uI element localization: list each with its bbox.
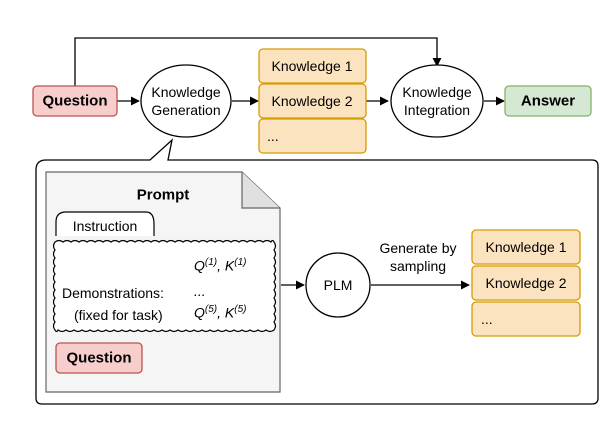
sampled-knowledge-2-label: Knowledge 2: [485, 275, 567, 291]
knowledge-box-more: [258, 118, 367, 154]
answer-label: Answer: [520, 92, 576, 110]
demo-comma-5: ,: [217, 304, 225, 321]
demo-q1-sup: (1): [204, 257, 218, 268]
knowledge-2-label: Knowledge 2: [271, 93, 353, 109]
demonstrations-label: Demonstrations:: [62, 285, 164, 301]
integration-label-line1: Knowledge: [402, 84, 472, 100]
sampled-knowledge-box-1: [471, 229, 581, 265]
sampling-label-line2: sampling: [389, 258, 447, 274]
demo-q1-base: Q: [194, 257, 205, 274]
knowledge-generation-node: [140, 64, 232, 138]
prompt-document-fold: [241, 172, 280, 209]
plm-label: PLM: [323, 277, 353, 293]
question-box: [32, 85, 118, 117]
skip-connector: [74, 37, 442, 88]
prompt-question-label: Question: [66, 349, 132, 367]
generation-label-line2: Generation: [151, 102, 221, 118]
answer-box: [504, 85, 592, 117]
knowledge-more-label: ...: [267, 128, 279, 144]
demo-comma-1: ,: [217, 257, 225, 274]
generation-label-line1: Knowledge: [151, 84, 221, 100]
sampled-knowledge-box-2: [471, 265, 581, 301]
instruction-label: Instruction: [72, 218, 138, 234]
sampling-label-line1: Generate by: [379, 240, 457, 256]
sampled-knowledge-1-label: Knowledge 1: [485, 239, 567, 255]
knowledge-1-label: Knowledge 1: [271, 58, 353, 74]
demo-q5-sup: (5): [204, 304, 218, 315]
prompt-question-box: [55, 342, 143, 374]
demo-q1-k1: Q(1), K(1): [194, 257, 246, 274]
knowledge-box-2: [258, 83, 367, 119]
sampled-knowledge-more-label: ...: [481, 311, 493, 327]
prompt-title: Prompt: [136, 186, 190, 204]
demo-q5-base: Q: [194, 304, 205, 321]
demo-k5-base: K: [224, 304, 235, 321]
question-label: Question: [42, 92, 108, 110]
sampled-knowledge-box-more: [471, 301, 581, 337]
knowledge-integration-node: [390, 64, 484, 138]
plm-node: [305, 252, 371, 318]
demo-k5-sup: (5): [234, 304, 247, 315]
demo-ellipsis: ...: [194, 283, 206, 299]
demo-q5-k5: Q(5), K(5): [194, 304, 246, 321]
instruction-tab: [55, 211, 155, 236]
demo-k1-base: K: [224, 257, 235, 274]
knowledge-box-1: [258, 48, 367, 84]
demo-k1-sup: (1): [234, 257, 247, 268]
demonstrations-box: [52, 239, 277, 333]
integration-label-line2: Integration: [403, 102, 471, 118]
fixed-for-task-label: (fixed for task): [74, 307, 163, 323]
